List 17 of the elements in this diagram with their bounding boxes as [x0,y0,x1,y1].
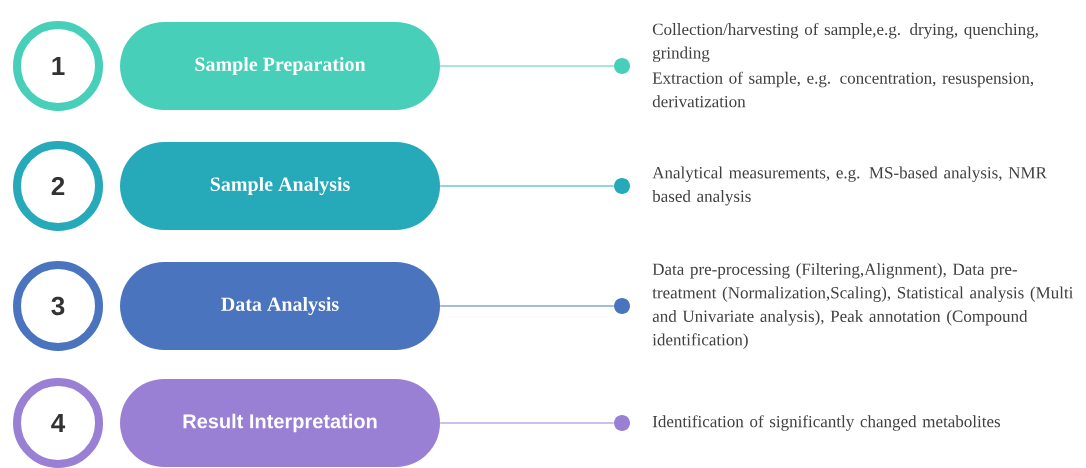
connector-line [439,305,615,307]
step-pill: Result Interpretation [120,379,440,467]
description-text: Identification of significantly changed metabolites [652,415,1001,431]
connector-line [439,422,615,424]
description-text: Data pre-processing (Filtering,Alignment), Data pre-treatment (Normalization,Scaling), Statistical analysis (Multi and Univariate analysis), Peak annotation (Compound identification) [652,263,1074,349]
step-pill: Sample Preparation [120,22,440,110]
description-text: Extraction of sample, e.g. concentration, resuspension, derivatization [652,71,1034,108]
connector-line [439,185,615,187]
dot-marker [614,178,630,194]
dot-marker [614,298,630,314]
dot-marker [614,415,630,431]
step-pill: Sample Analysis [120,142,440,230]
dot-marker [614,58,630,74]
step-pill: Data Analysis [120,262,440,350]
description-text: Collection/harvesting of sample,e.g. drying, quenching, grinding [652,22,1038,63]
description-text: Analytical measurements, e.g. MS-based analysis, NMR based analysis [652,166,1047,206]
connector-line [439,65,615,67]
